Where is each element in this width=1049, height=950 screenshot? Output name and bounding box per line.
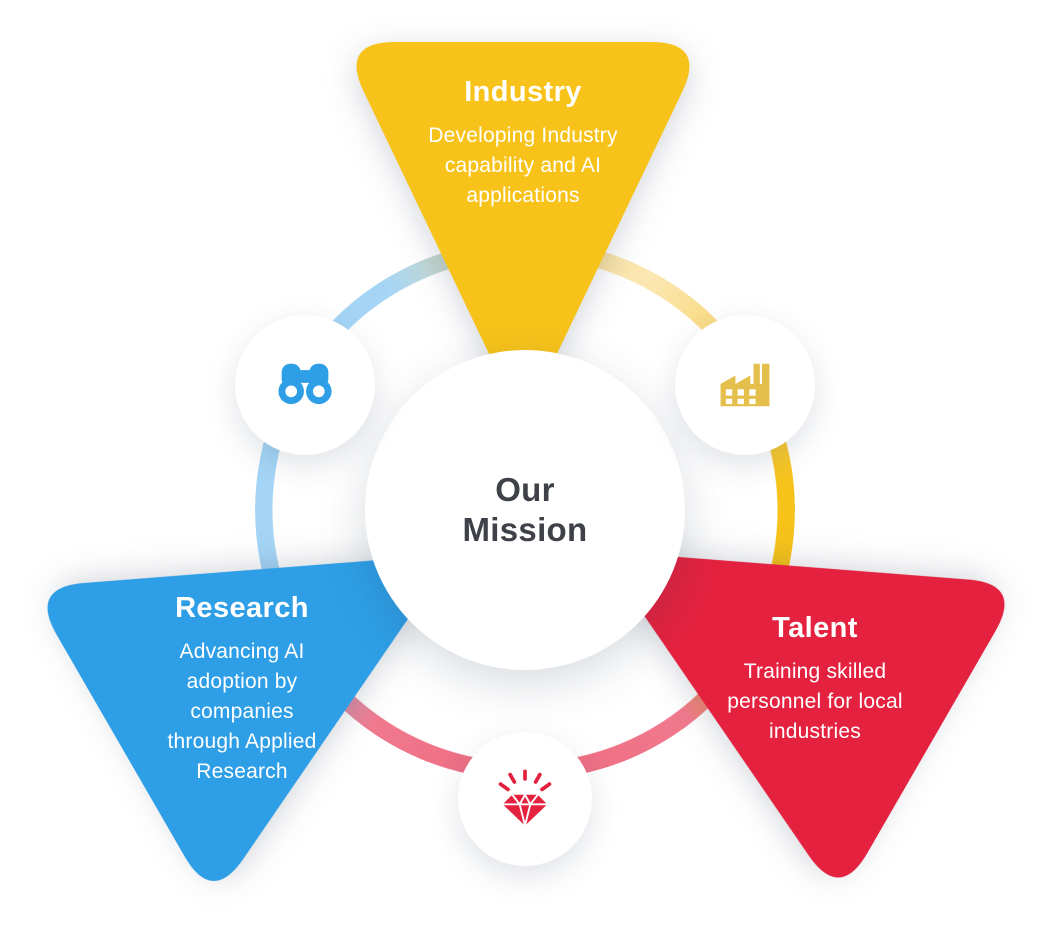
talent-petal-text: Talent Training skilled personnel for lo… [665, 612, 965, 747]
center-title-line2: Mission [462, 511, 588, 548]
talent-description: Training skilled personnel for local ind… [727, 660, 903, 743]
industry-petal-text: Industry Developing Industry capability … [373, 76, 673, 211]
talent-title: Talent [772, 612, 858, 644]
binoculars-icon [278, 363, 332, 405]
industry-icon-badge [675, 315, 815, 455]
research-petal-text: Research Advancing AI adoption by compan… [92, 592, 392, 787]
talent-icon-badge [458, 732, 592, 866]
research-title: Research [175, 592, 309, 624]
center-circle: Our Mission [365, 350, 685, 670]
gem-icon [498, 769, 552, 826]
center-title: Our Mission [463, 470, 588, 549]
industry-petal-shape [356, 42, 690, 412]
factory-icon [720, 363, 770, 407]
research-petal-shape [47, 556, 442, 881]
research-icon-badge [235, 315, 375, 455]
talent-petal-shape [610, 552, 1005, 878]
research-description: Advancing AI adoption by companies throu… [167, 640, 317, 783]
industry-description: Developing Industry capability and AI ap… [428, 124, 618, 207]
industry-title: Industry [464, 76, 582, 108]
center-title-line1: Our [495, 471, 555, 509]
